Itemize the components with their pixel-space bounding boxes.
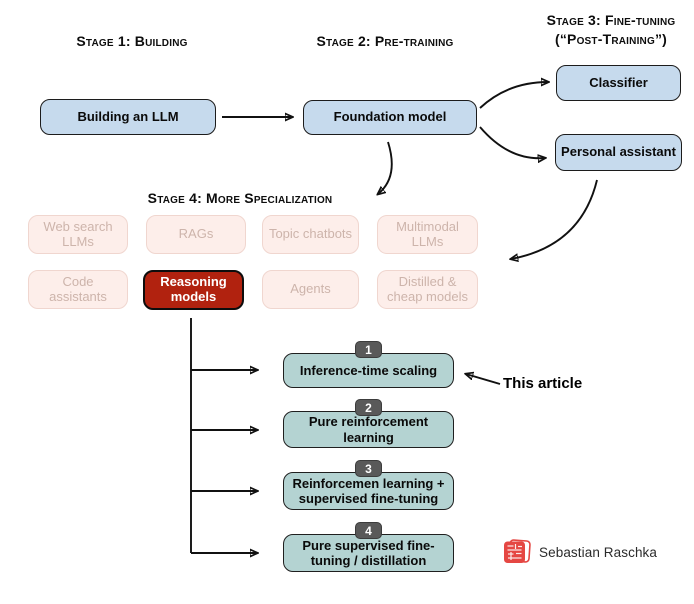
method-box-pure-reinforcement-learning: Pure reinforcement learning bbox=[283, 411, 454, 448]
stage3-header-line2: (“Post-Training”) bbox=[554, 31, 668, 47]
stage4-header: Stage 4: More Specialization bbox=[147, 190, 333, 206]
stage3-header-line1: Stage 3: Fine-tuning bbox=[546, 12, 676, 28]
method-box-rl-plus-sft: Reinforcemen learning + supervised fine-… bbox=[283, 472, 454, 510]
this-article-label: This article bbox=[503, 375, 583, 392]
spec-box-topic-chatbots: Topic chatbots bbox=[262, 215, 359, 254]
spec-box-reasoning-models-highlighted: Reasoning models bbox=[143, 270, 244, 310]
spec-box-code-assistants: Code assistants bbox=[28, 270, 128, 309]
arrow-personal-assistant-to-stage4 bbox=[511, 179, 598, 259]
foundation-model-box: Foundation model bbox=[303, 100, 477, 135]
method-3-number-badge: 3 bbox=[355, 460, 382, 477]
spec-box-multimodal-llms: Multimodal LLMs bbox=[377, 215, 478, 254]
stage2-header: Stage 2: Pre-training bbox=[316, 33, 454, 49]
arrow-foundation-to-personal-assistant bbox=[479, 126, 545, 158]
author-logo: Sebastian Raschka bbox=[502, 537, 657, 567]
building-llm-box: Building an LLM bbox=[40, 99, 216, 135]
method-1-number-badge: 1 bbox=[355, 341, 382, 358]
spec-box-rags: RAGs bbox=[146, 215, 246, 254]
method-2-number-badge: 2 bbox=[355, 399, 382, 416]
spec-box-distilled-cheap-models: Distilled & cheap models bbox=[377, 270, 478, 309]
stage3-header: Stage 3: Fine-tuning (“Post-Training”) bbox=[511, 11, 694, 49]
spec-box-web-search-llms: Web search LLMs bbox=[28, 215, 128, 254]
method-4-number-badge: 4 bbox=[355, 522, 382, 539]
classifier-box: Classifier bbox=[556, 65, 681, 101]
arrow-foundation-to-stage4 bbox=[378, 141, 393, 194]
method-box-pure-sft-distillation: Pure supervised fine-tuning / distillati… bbox=[283, 534, 454, 572]
stage1-header: Stage 1: Building bbox=[76, 33, 188, 49]
raschka-seal-icon bbox=[504, 539, 531, 563]
this-article-arrow bbox=[466, 374, 501, 385]
spec-box-agents: Agents bbox=[262, 270, 359, 309]
method-box-inference-time-scaling: Inference-time scaling bbox=[283, 353, 454, 388]
personal-assistant-box: Personal assistant bbox=[555, 134, 682, 171]
author-name: Sebastian Raschka bbox=[539, 544, 658, 560]
arrow-foundation-to-classifier bbox=[479, 82, 548, 109]
